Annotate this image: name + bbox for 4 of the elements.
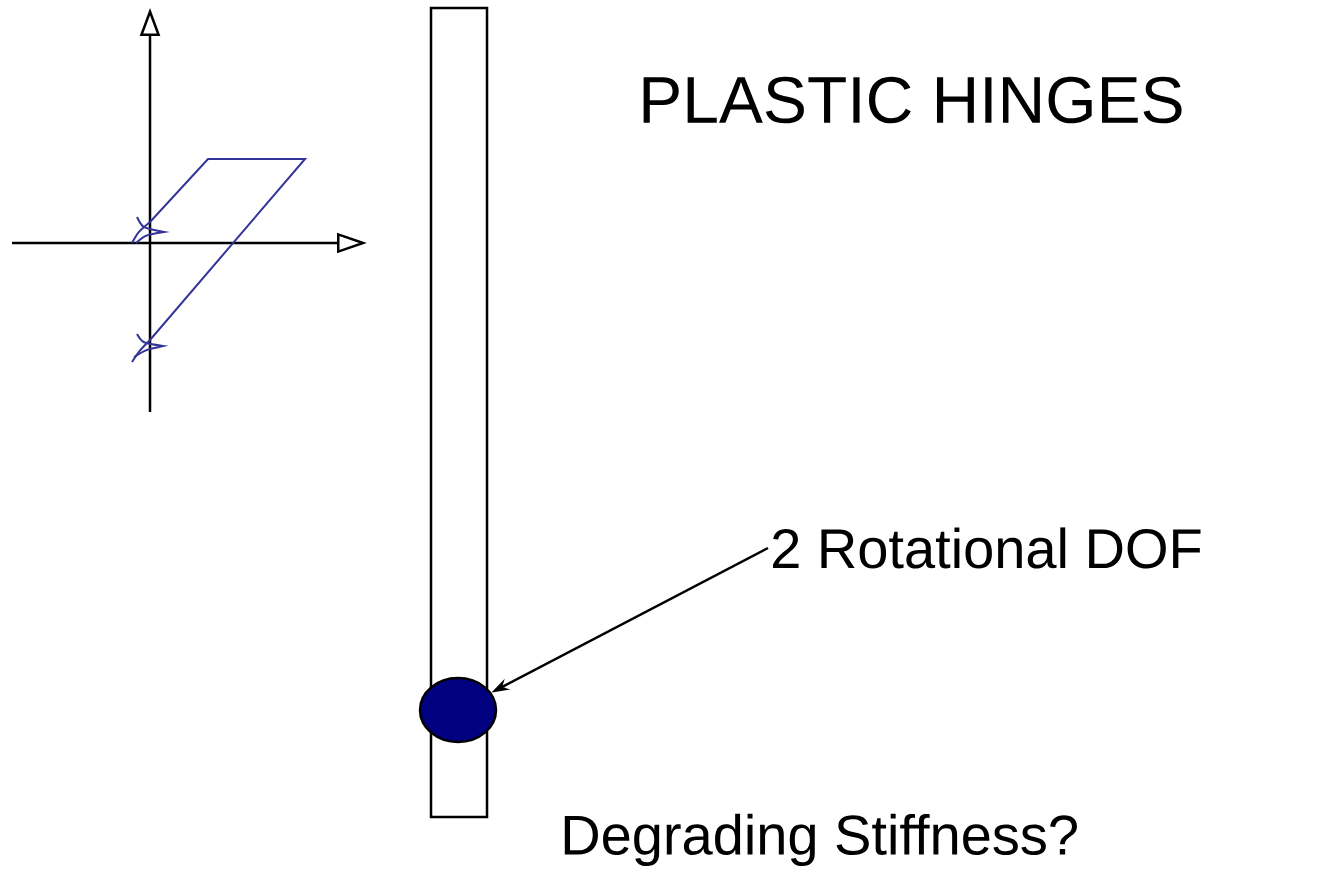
note-text: Degrading Stiffness? [564,813,1077,867]
hinge-circle [418,676,498,744]
callout-text: 2 Rotational DOF [773,527,1201,569]
title: PLASTIC HINGES [643,76,1182,124]
